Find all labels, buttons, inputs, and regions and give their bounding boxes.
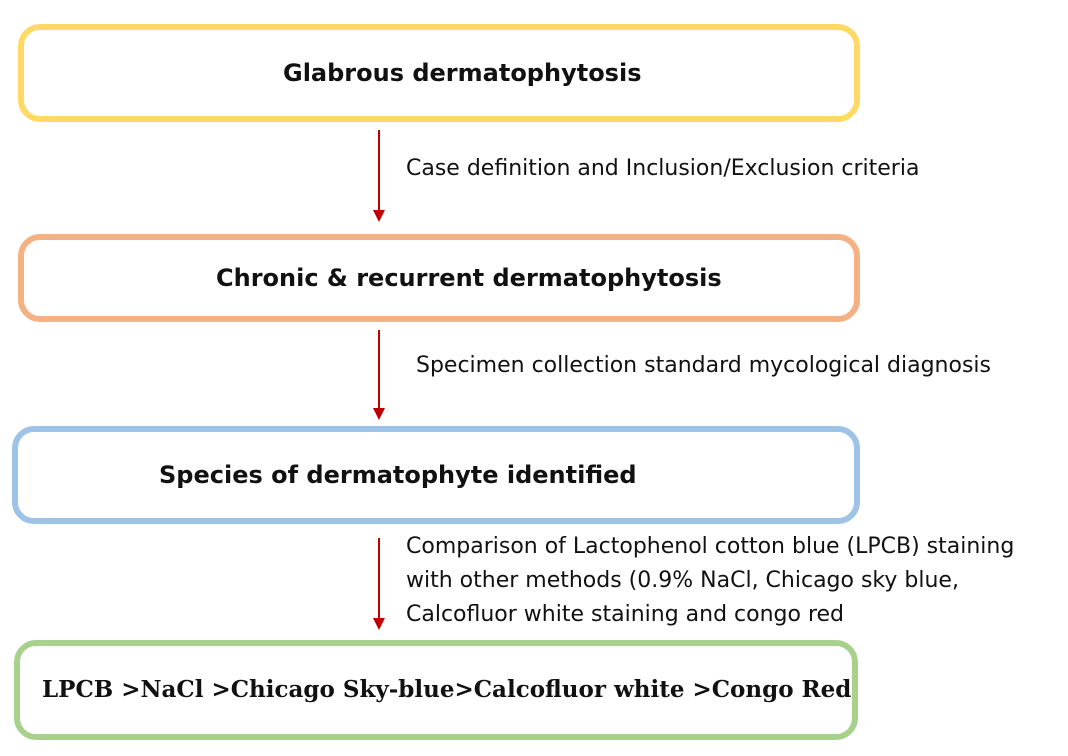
chronic-recurrent-dermatophytosis-text: Chronic & recurrent dermatophytosis [216,263,722,292]
specimen-collection-label: Specimen collection standard mycological… [416,349,991,383]
edge-label-line: Comparison of Lactophenol cotton blue (L… [406,534,1015,559]
stain-ranking-result-text: LPCB >NaCl >Chicago Sky-blue>Calcofluor … [42,676,852,704]
edge-label-line: Specimen collection standard mycological… [416,353,991,378]
chronic-recurrent-dermatophytosis-box: Chronic & recurrent dermatophytosis [18,234,860,322]
case-definition-label: Case definition and Inclusion/Exclusion … [406,152,919,186]
stain-ranking-result-box: LPCB >NaCl >Chicago Sky-blue>Calcofluor … [14,640,858,740]
glabrous-dermatophytosis-box: Glabrous dermatophytosis [18,24,860,122]
arrow-down-icon [373,330,385,420]
species-identified-text: Species of dermatophyte identified [159,460,637,489]
glabrous-dermatophytosis-text: Glabrous dermatophytosis [283,58,642,87]
species-identified-box: Species of dermatophyte identified [12,426,860,524]
arrow-down-icon [373,538,385,630]
staining-comparison-label: Comparison of Lactophenol cotton blue (L… [406,530,1014,632]
edge-label-line: with other methods (0.9% NaCl, Chicago s… [406,568,959,593]
edge-label-line: Case definition and Inclusion/Exclusion … [406,156,920,181]
edge-label-line: Calcofluor white staining and congo red [406,602,845,627]
arrow-down-icon [373,130,385,222]
